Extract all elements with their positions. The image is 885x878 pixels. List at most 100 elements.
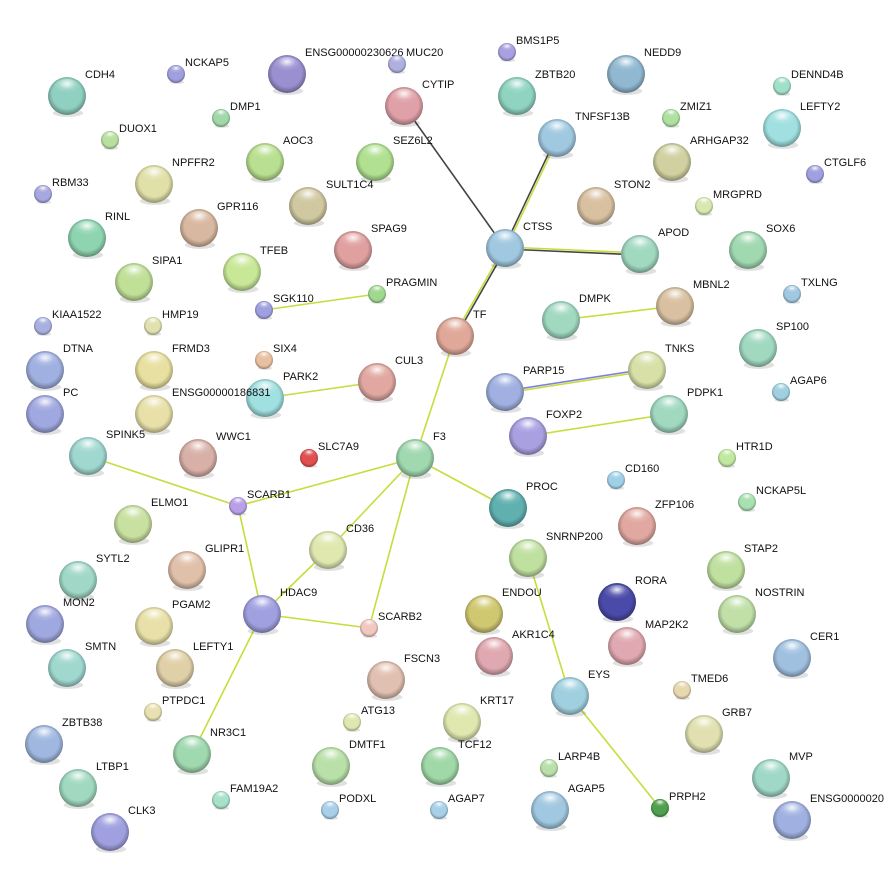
node-rinl[interactable]: RINL	[68, 211, 130, 259]
node-atg13[interactable]: ATG13	[343, 705, 395, 732]
node-glipr1[interactable]: GLIPR1	[168, 543, 244, 591]
node-grb7[interactable]: GRB7	[685, 707, 752, 755]
node-pc[interactable]: PC	[26, 387, 78, 435]
node-scarb1[interactable]: SCARB1	[229, 489, 291, 516]
node-pdpk1[interactable]: PDPK1	[650, 387, 723, 435]
edge-parp15-tnks[interactable]	[504, 368, 647, 392]
node-elmo1[interactable]: ELMO1	[114, 497, 188, 545]
node-gpr116[interactable]: GPR116	[180, 201, 258, 249]
node-apod[interactable]: APOD	[621, 227, 689, 275]
node-ensg00000186831[interactable]: ENSG00000186831	[135, 387, 270, 435]
node-ctss[interactable]: CTSS	[486, 221, 552, 269]
edge-tnfsf13b-ctss[interactable]	[503, 137, 557, 248]
node-parp15[interactable]: PARP15	[486, 365, 564, 413]
node-arhgap32[interactable]: ARHGAP32	[653, 135, 749, 183]
node-cdh4[interactable]: CDH4	[48, 69, 115, 117]
edge-hdac9-nr3c1[interactable]	[191, 613, 263, 755]
node-mbnl2[interactable]: MBNL2	[656, 279, 730, 327]
node-sox6[interactable]: SOX6	[729, 223, 795, 271]
node-rbm33[interactable]: RBM33	[34, 177, 89, 204]
node-dmpk[interactable]: DMPK	[542, 293, 611, 341]
edge-parp15-tnks[interactable]	[505, 370, 648, 394]
node-stap2[interactable]: STAP2	[707, 543, 778, 591]
edge-sgk110-pragmin[interactable]	[263, 293, 378, 311]
node-cer1[interactable]: CER1	[773, 631, 839, 679]
node-cd36[interactable]: CD36	[309, 523, 374, 571]
node-tnfsf13b[interactable]: TNFSF13B	[538, 111, 630, 159]
node-bms1p5[interactable]: BMS1P5	[498, 35, 559, 62]
edge-tf-f3[interactable]	[414, 335, 456, 459]
node-podxl[interactable]: PODXL	[321, 793, 376, 820]
node-zbtb38[interactable]: ZBTB38	[25, 717, 102, 765]
node-tnks[interactable]: TNKS	[628, 343, 694, 391]
node-sez6l2[interactable]: SEZ6L2	[356, 135, 433, 183]
node-tf[interactable]: TF	[436, 309, 487, 357]
node-tcf12[interactable]: TCF12	[421, 739, 492, 787]
node-ensg00000230626[interactable]: ENSG00000230626	[268, 47, 403, 95]
edge-dmpk-mbnl2[interactable]	[560, 305, 676, 321]
edge-ctss-apod[interactable]	[504, 248, 640, 256]
node-fam19a2[interactable]: FAM19A2	[212, 783, 278, 810]
node-larp4b[interactable]: LARP4B	[540, 751, 600, 778]
node-sp100[interactable]: SP100	[739, 321, 809, 369]
node-clk3[interactable]: CLK3	[91, 805, 156, 853]
node-kiaa1522[interactable]: KIAA1522	[34, 309, 102, 336]
node-txlng[interactable]: TXLNG	[783, 277, 838, 304]
node-ptpdc1[interactable]: PTPDC1	[144, 695, 205, 722]
node-pgam2[interactable]: PGAM2	[135, 599, 211, 647]
node-spag9[interactable]: SPAG9	[334, 223, 407, 271]
edge-f3-scarb2[interactable]	[368, 457, 416, 629]
node-agap6[interactable]: AGAP6	[772, 375, 827, 402]
node-duox1[interactable]: DUOX1	[101, 123, 157, 150]
node-hdac9[interactable]: HDAC9	[243, 587, 317, 635]
node-npffr2[interactable]: NPFFR2	[135, 157, 215, 205]
node-krt17[interactable]: KRT17	[443, 695, 514, 743]
node-park2[interactable]: PARK2	[246, 371, 318, 419]
node-mon2[interactable]: MON2	[26, 597, 95, 645]
edge-eys-prph2[interactable]	[569, 695, 661, 809]
node-hmp19[interactable]: HMP19	[144, 309, 199, 336]
node-zmiz1[interactable]: ZMIZ1	[662, 101, 712, 128]
edge-ctss-apod[interactable]	[505, 246, 641, 254]
node-agap7[interactable]: AGAP7	[430, 793, 485, 820]
node-zfp106[interactable]: ZFP106	[618, 499, 694, 547]
node-endou[interactable]: ENDOU	[465, 587, 542, 635]
node-cd160[interactable]: CD160	[607, 463, 659, 490]
node-nckap5[interactable]: NCKAP5	[167, 57, 229, 84]
node-sgk110[interactable]: SGK110	[255, 293, 314, 320]
node-dmp1[interactable]: DMP1	[212, 101, 261, 128]
node-nostrin[interactable]: NOSTRIN	[718, 587, 805, 635]
node-dmtf1[interactable]: DMTF1	[312, 739, 386, 787]
node-dtna[interactable]: DTNA	[26, 343, 94, 391]
node-nedd9[interactable]: NEDD9	[607, 47, 681, 95]
node-snrnp200[interactable]: SNRNP200	[509, 531, 603, 579]
node-aoc3[interactable]: AOC3	[246, 135, 313, 183]
node-pragmin[interactable]: PRAGMIN	[368, 277, 437, 304]
node-six4[interactable]: SIX4	[255, 343, 297, 370]
node-cul3[interactable]: CUL3	[358, 355, 423, 403]
node-rora[interactable]: RORA	[598, 575, 667, 623]
node-foxp2[interactable]: FOXP2	[509, 409, 582, 457]
node-f3[interactable]: F3	[396, 431, 446, 479]
node-wwc1[interactable]: WWC1	[179, 431, 251, 479]
node-lefty1[interactable]: LEFTY1	[156, 641, 233, 689]
edge-f3-cd36[interactable]	[327, 457, 416, 551]
node-smtn[interactable]: SMTN	[48, 641, 116, 689]
edge-foxp2-pdpk1[interactable]	[527, 413, 670, 437]
node-sytl2[interactable]: SYTL2	[59, 553, 130, 601]
node-nckap5l[interactable]: NCKAP5L	[738, 485, 806, 512]
edge-f3-scarb1[interactable]	[237, 457, 416, 507]
node-ctglf6[interactable]: CTGLF6	[806, 157, 866, 184]
node-dennd4b[interactable]: DENND4B	[773, 69, 844, 96]
node-ston2[interactable]: STON2	[577, 179, 650, 227]
edge-cytip-ctss[interactable]	[403, 105, 506, 249]
node-agap5[interactable]: AGAP5	[531, 783, 605, 831]
node-akr1c4[interactable]: AKR1C4	[475, 629, 555, 677]
node-fscn3[interactable]: FSCN3	[367, 653, 440, 701]
node-sult1c4[interactable]: SULT1C4	[289, 179, 373, 227]
node-slc7a9[interactable]: SLC7A9	[300, 441, 359, 468]
node-frmd3[interactable]: FRMD3	[135, 343, 210, 391]
node-spink5[interactable]: SPINK5	[69, 429, 145, 477]
node-cytip[interactable]: CYTIP	[385, 79, 454, 127]
node-htr1d[interactable]: HTR1D	[718, 441, 773, 468]
